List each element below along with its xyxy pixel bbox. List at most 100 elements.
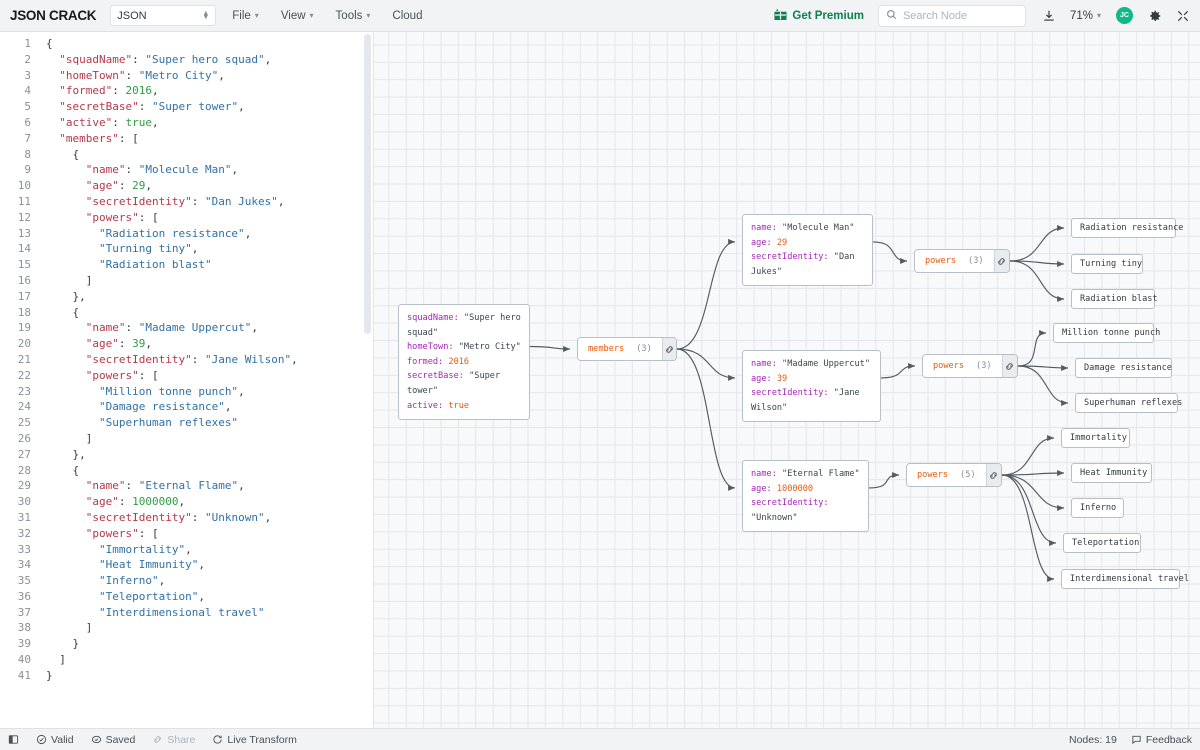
link-icon[interactable] (985, 464, 1001, 486)
leaf-node[interactable]: Turning tiny (1071, 254, 1143, 274)
format-select[interactable]: JSON ▲▼ (110, 5, 217, 26)
line-number: 1 (24, 37, 31, 50)
leaf-node[interactable]: Interdimensional travel (1061, 569, 1189, 589)
gear-icon[interactable] (1148, 9, 1162, 23)
editor-scrollbar[interactable] (364, 34, 371, 334)
token-p (46, 511, 86, 524)
token-p: , (151, 84, 159, 98)
code-line: "name": "Eternal Flame", (46, 478, 373, 494)
download-icon[interactable] (1042, 9, 1056, 23)
token-p (46, 606, 99, 619)
node-row: squadName: "Super hero squad" (407, 311, 521, 340)
search-node-box[interactable] (877, 4, 1026, 27)
token-p (46, 100, 59, 113)
menu-view[interactable]: View▾ (281, 10, 314, 22)
token-p: : [ (138, 368, 159, 382)
leaf-node[interactable]: Immortality (1061, 428, 1130, 448)
link-icon[interactable] (993, 250, 1009, 272)
code-line: "Radiation blast" (46, 257, 373, 273)
gift-icon (774, 8, 787, 24)
code-line: "powers": [ (46, 526, 373, 542)
status-panel-toggle-icon[interactable] (8, 734, 19, 745)
line-number: 33 (17, 542, 31, 556)
node-key: name: (751, 469, 783, 479)
node-value: "Molecule Man" (782, 223, 855, 233)
link-icon[interactable] (1001, 355, 1017, 377)
menu-label: Cloud (392, 9, 423, 22)
format-select-value: JSON (117, 9, 147, 22)
token-p: , (224, 400, 232, 414)
leaf-node-label: Million tonne punch (1062, 328, 1161, 338)
token-k: "age" (85, 179, 119, 193)
get-premium-button[interactable]: Get Premium (774, 8, 864, 24)
status-share[interactable]: Share (152, 734, 195, 746)
graph-canvas[interactable]: squadName: "Super hero squad"homeTown: "… (374, 32, 1200, 728)
token-p: ] (46, 431, 93, 445)
token-p: : (125, 479, 139, 493)
search-icon (886, 7, 897, 25)
token-n: 29 (132, 179, 146, 193)
menu-tools[interactable]: Tools▾ (336, 10, 371, 22)
node-key: squadName: (407, 313, 464, 323)
zoom-level-control[interactable]: 71% ▾ (1070, 10, 1101, 22)
parent-node-label-group: members(3) (578, 338, 662, 360)
fullscreen-icon[interactable] (1176, 9, 1190, 23)
leaf-node[interactable]: Heat Immunity (1071, 463, 1152, 483)
status-saved[interactable]: Saved (91, 734, 135, 746)
status-label: Share (167, 733, 196, 746)
node-row: secretIdentity: "Dan Jukes" (751, 250, 864, 279)
leaf-node[interactable]: Radiation resistance (1071, 218, 1183, 238)
leaf-node[interactable]: Teleportation (1063, 533, 1141, 553)
edge (676, 348, 736, 381)
menu-file[interactable]: File▾ (232, 10, 259, 22)
leaf-node[interactable]: Inferno (1071, 498, 1124, 518)
powers-node-3[interactable]: powers(5) (906, 463, 1002, 487)
link-icon[interactable] (661, 338, 676, 360)
avatar[interactable]: JC (1116, 7, 1133, 24)
search-input[interactable] (902, 9, 1018, 22)
status-feedback[interactable]: Feedback (1131, 734, 1192, 746)
line-number: 25 (17, 416, 31, 430)
leaf-node[interactable]: Million tonne punch (1053, 323, 1160, 343)
node-value: "Dan Jukes" (751, 252, 855, 277)
powers-node-1[interactable]: powers(3) (914, 249, 1010, 273)
line-number: 31 (17, 510, 31, 524)
status-valid[interactable]: Valid (36, 734, 74, 746)
code-lines[interactable]: { "squadName": "Super hero squad", "home… (38, 32, 373, 684)
members-node[interactable]: members(3) (577, 337, 677, 361)
root-object-node[interactable]: squadName: "Super hero squad"homeTown: "… (398, 304, 530, 421)
parent-node-label: powers (925, 256, 957, 266)
app-logo[interactable]: JSON CRACK (10, 8, 97, 23)
token-p (46, 574, 99, 587)
chevron-down-icon: ▾ (309, 11, 314, 20)
leaf-node[interactable]: Damage resistance (1075, 358, 1172, 378)
token-s: "Radiation blast" (98, 258, 212, 272)
leaf-node-label: Immortality (1070, 433, 1127, 443)
powers-node-2[interactable]: powers (3) (922, 354, 1018, 378)
parent-node-label: members (588, 344, 625, 354)
token-p: , (145, 179, 152, 193)
child-count: (3) (976, 361, 992, 371)
leaf-node[interactable]: Superhuman reflexes (1075, 393, 1182, 413)
token-p: , (291, 352, 298, 366)
status-nodes-19[interactable]: Nodes: 19 (1069, 734, 1117, 746)
edge (1001, 474, 1065, 511)
line-number: 17 (17, 289, 31, 303)
node-key: name: (751, 359, 783, 369)
leaf-node[interactable]: Radiation blast (1071, 289, 1158, 309)
status-live-transform[interactable]: Live Transform (212, 734, 297, 746)
leaf-node-label: Radiation resistance (1080, 223, 1184, 233)
parent-node-label: powers (933, 361, 965, 371)
line-number: 19 (17, 321, 31, 335)
parent-node-label-group: powers(3) (915, 250, 994, 272)
menu-cloud[interactable]: Cloud (392, 10, 422, 22)
token-p (46, 527, 86, 540)
line-number: 23 (17, 384, 31, 398)
line-number: 34 (17, 558, 31, 572)
node-row: homeTown: "Metro City" (407, 340, 521, 355)
